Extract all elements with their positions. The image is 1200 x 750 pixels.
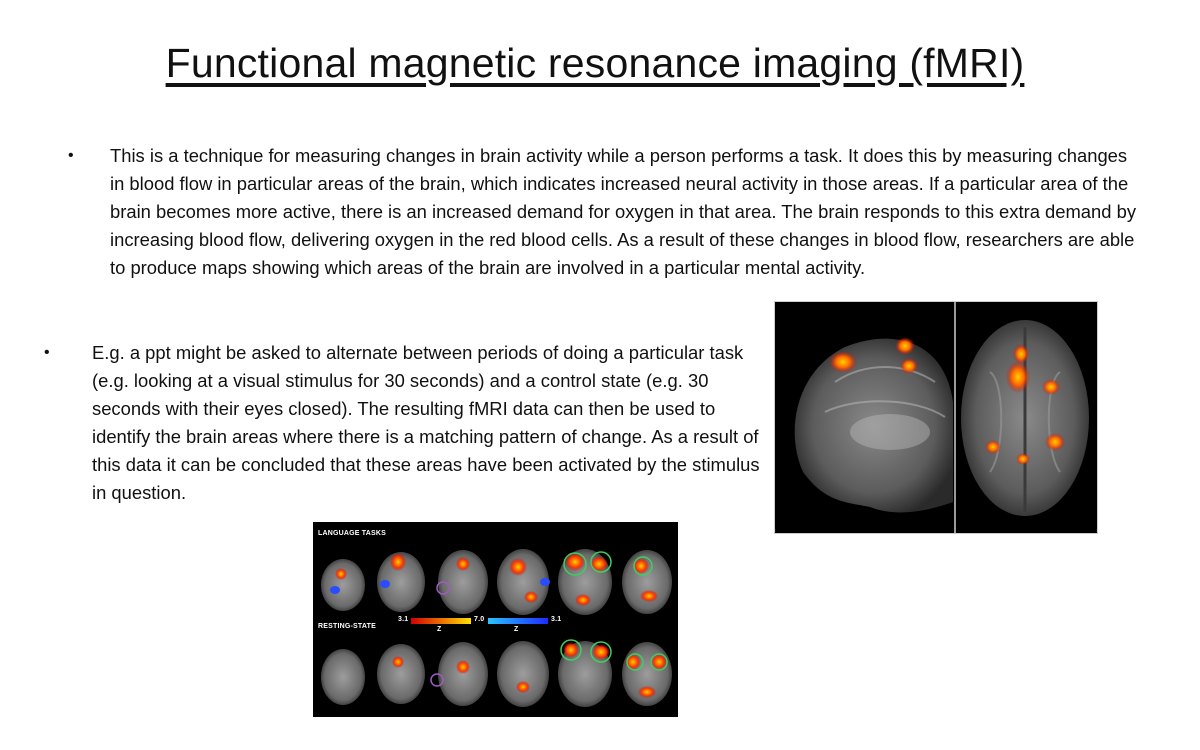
scale-axis-label-cool: Z (514, 626, 519, 633)
bullet-dot: • (68, 147, 74, 164)
fmri-scan-illustration (794, 320, 1089, 516)
bullet-text: E.g. a ppt might be asked to alternate b… (92, 342, 760, 503)
slide-title: Functional magnetic resonance imaging (f… (165, 40, 1025, 86)
bullet-paragraph-2: • E.g. a ppt might be asked to alternate… (44, 339, 762, 507)
scale-max: 7.0 (474, 616, 485, 623)
language-resting-state-figure: LANGUAGE TASKS RESTING-STATE (313, 522, 678, 717)
row-label-language: LANGUAGE TASKS (318, 530, 387, 537)
scale-min-cool: 3.1 (551, 616, 562, 623)
brain-slice-grid (321, 549, 672, 707)
panel-divider (954, 302, 956, 533)
bullet-dot: • (44, 344, 50, 361)
scale-min-hot: 3.1 (398, 616, 409, 623)
scale-axis-label-hot: Z (437, 626, 442, 633)
row-label-resting: RESTING-STATE (318, 623, 376, 630)
fmri-brain-scan-image (775, 302, 1097, 533)
bullet-paragraph-1: • This is a technique for measuring chan… (68, 142, 1140, 282)
bullet-text: This is a technique for measuring change… (110, 145, 1137, 278)
